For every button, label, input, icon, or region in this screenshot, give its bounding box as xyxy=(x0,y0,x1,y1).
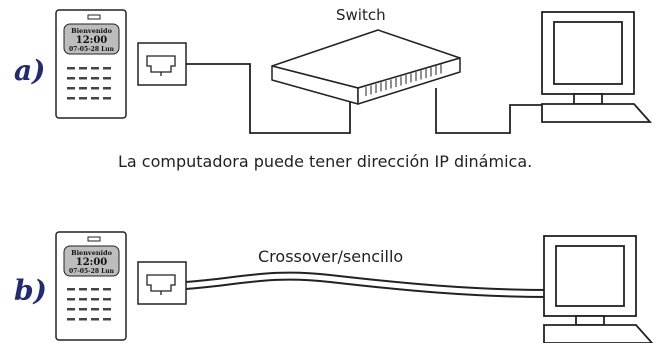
cable-label: Crossover/sencillo xyxy=(258,247,403,266)
cables-a xyxy=(186,63,542,134)
device-a-screen xyxy=(63,23,120,55)
device-b-screen xyxy=(63,245,120,277)
device-b-date: 07-05-28 Lun xyxy=(69,268,115,275)
computer-a xyxy=(541,11,653,123)
diagram-b: b) Bienvenido 12:00 07-05-28 Lun Crossov… xyxy=(14,231,654,343)
switch-label: Switch xyxy=(336,6,386,24)
device-a-date: 07-05-28 Lun xyxy=(69,46,115,53)
diagram-a: a) Bienvenido 12:00 07-05-28 Lun xyxy=(14,6,653,171)
computer-b xyxy=(543,235,654,343)
crossover-cable xyxy=(185,271,553,298)
part-b-label: b) xyxy=(14,274,47,307)
rj45-port-a xyxy=(137,42,187,86)
device-b: Bienvenido 12:00 07-05-28 Lun xyxy=(55,231,127,341)
caption-a: La computadora puede tener dirección IP … xyxy=(118,152,532,171)
device-b-time: 12:00 xyxy=(76,257,108,268)
switch-ports xyxy=(365,64,442,96)
rj45-port-b xyxy=(137,261,187,305)
device-a: Bienvenido 12:00 07-05-28 Lun xyxy=(55,9,127,119)
part-a-label: a) xyxy=(14,54,45,87)
device-a-time: 12:00 xyxy=(76,35,108,46)
network-switch xyxy=(271,29,461,105)
device-b-welcome: Bienvenido xyxy=(71,249,112,257)
device-a-welcome: Bienvenido xyxy=(71,27,112,35)
